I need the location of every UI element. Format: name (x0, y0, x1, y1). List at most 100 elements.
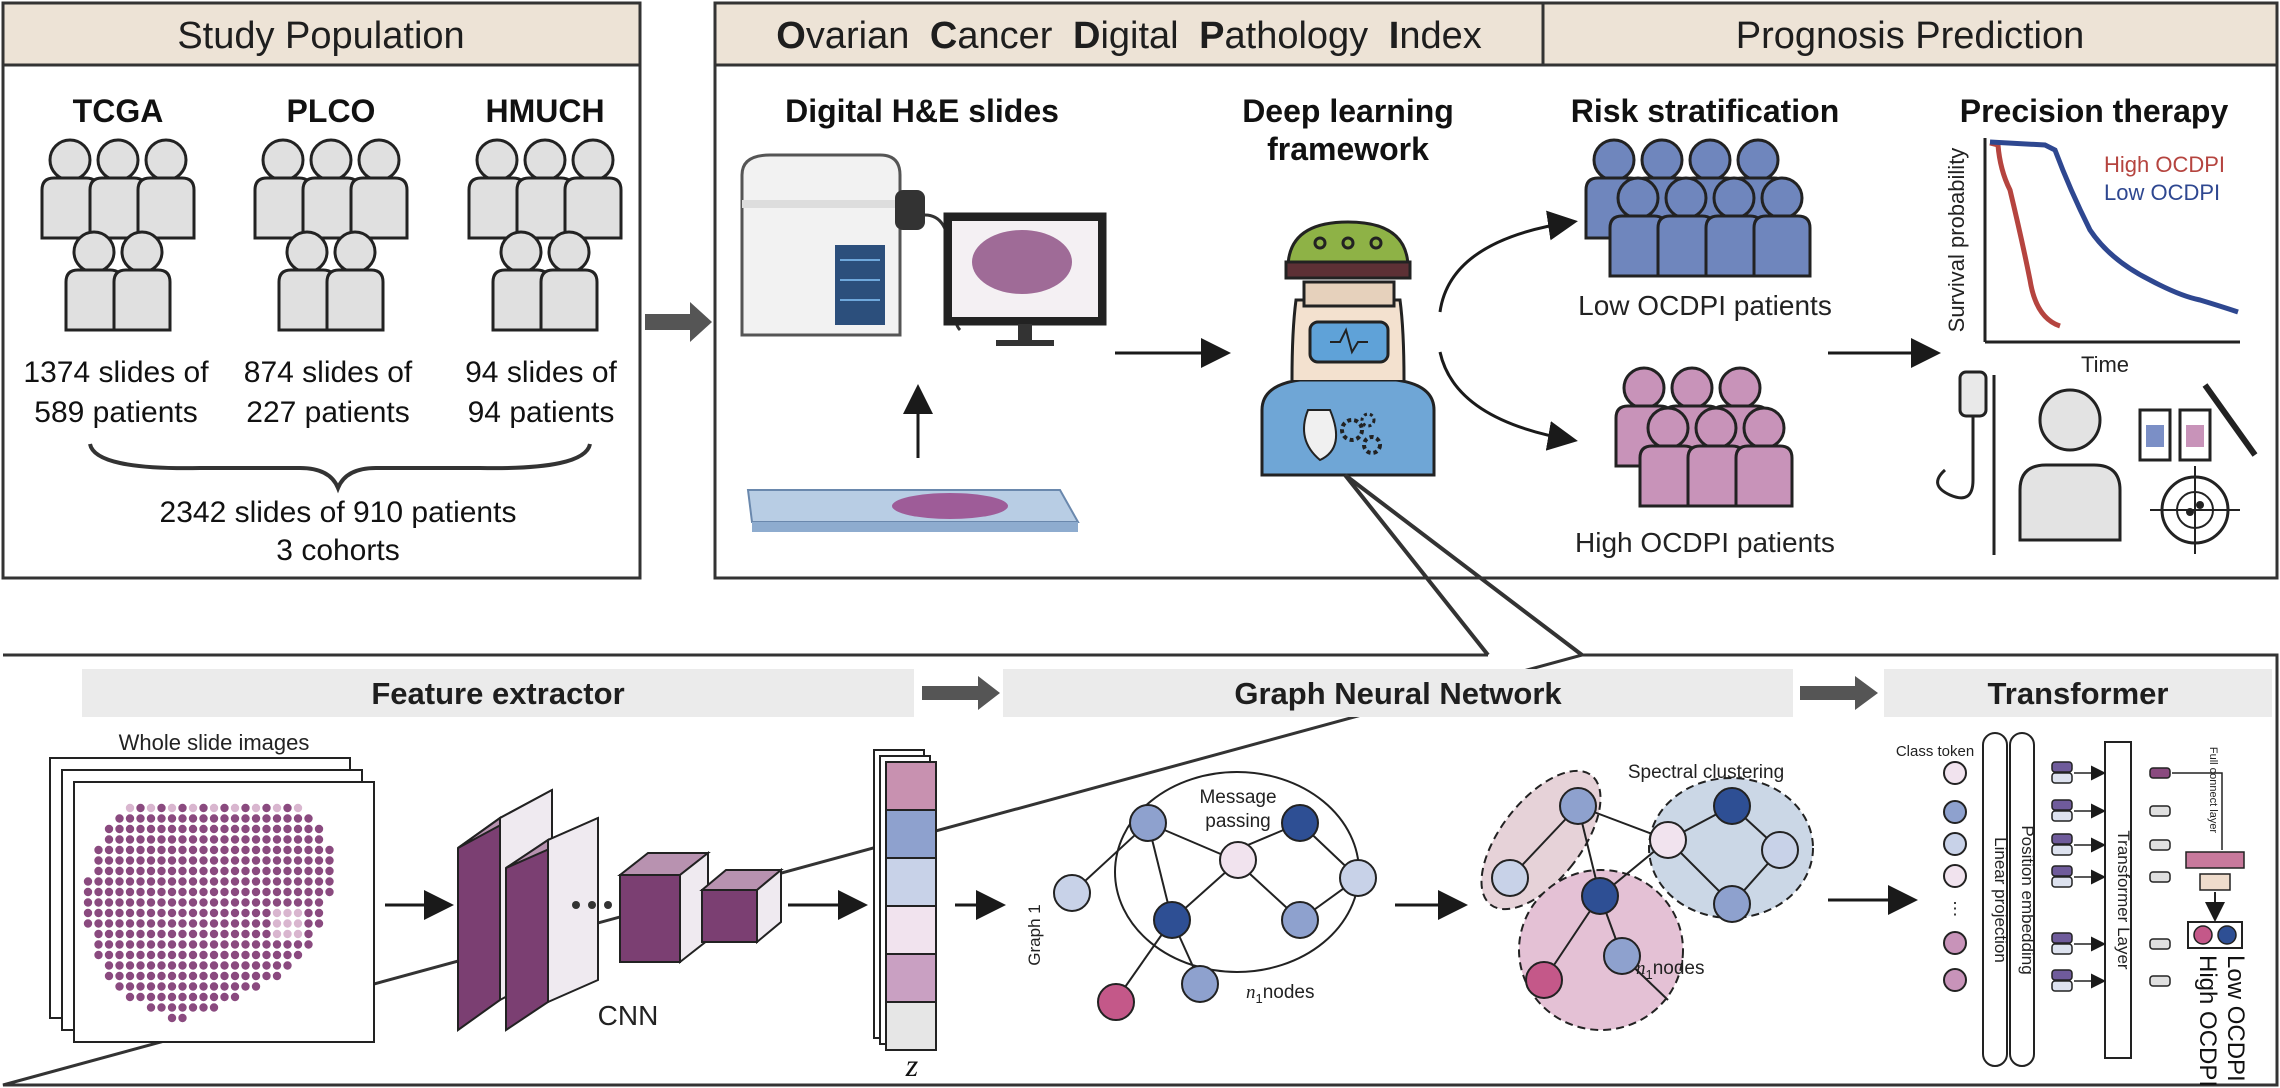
tile-dot (167, 856, 177, 865)
tile-dot (209, 961, 219, 970)
tile-dot (125, 898, 135, 907)
monitor-icon (943, 212, 1107, 346)
ocdpi-header: Ovarian Cancer Digital Pathology Index (776, 15, 1481, 57)
cluster-node (1761, 831, 1799, 869)
tile-dot (220, 898, 229, 907)
tile-dot (178, 898, 187, 907)
dl-title-2: framework (1267, 131, 1429, 167)
cluster-node (1713, 885, 1751, 923)
tile-dot (157, 919, 166, 928)
tile-dot (188, 908, 198, 918)
tile-dot (251, 982, 261, 991)
tile-dot (199, 961, 208, 970)
tile-dot (251, 835, 261, 844)
tile-dot (251, 877, 261, 886)
tile-dot (125, 961, 135, 970)
cluster-node (1525, 961, 1563, 999)
tile-dot (272, 835, 282, 844)
tile-dot (304, 908, 313, 918)
tile-dot (146, 856, 156, 865)
tile-dot (125, 950, 135, 960)
tile-dot (251, 940, 261, 949)
tile-dot (220, 929, 229, 939)
cluster-node (1713, 787, 1751, 825)
tile-dot (157, 803, 166, 813)
tile-dot (272, 866, 282, 876)
tile-dot (220, 877, 229, 886)
tile-dot (125, 814, 135, 823)
transformer-layer-block (2104, 741, 2132, 1059)
tile-dot (220, 824, 229, 834)
tile-dot (104, 950, 114, 960)
tile-dot (136, 845, 145, 855)
tile-dot (104, 887, 114, 897)
z-label: z (905, 1047, 919, 1083)
tile-dot (178, 908, 187, 918)
tile-dot (251, 824, 261, 834)
tile-dot (157, 950, 166, 960)
tile-dot (293, 887, 303, 897)
ocdpi-initial-i: I (1389, 15, 1400, 57)
tile-dot (136, 940, 145, 949)
tile-dot (167, 877, 177, 886)
tile-dot (115, 845, 124, 855)
glass-slide-icon (746, 489, 1080, 532)
tile-dot (94, 919, 103, 928)
tile-dot (115, 982, 124, 991)
cohort-brace (88, 443, 592, 494)
linear-projection-label: Linear projection (1991, 837, 2010, 963)
tile-dot (167, 824, 177, 834)
tile-dot (220, 961, 229, 970)
tile-dot (283, 919, 292, 928)
tile-dot (178, 982, 187, 991)
tile-dot (146, 971, 156, 981)
cohort-name-plco: PLCO (287, 93, 376, 129)
km-xlabel: Time (2081, 352, 2129, 377)
tile-dot (94, 887, 103, 897)
tile-dot (283, 877, 292, 886)
tile-dot (272, 887, 282, 897)
tile-dot (199, 940, 208, 949)
total-cohorts: 3 cohorts (276, 534, 399, 567)
tile-dot (199, 824, 208, 834)
study-population-header: Study Population (177, 15, 464, 57)
graph-node (1281, 901, 1319, 939)
tile-dot (136, 982, 145, 991)
tile-dot (146, 992, 156, 1002)
tile-dot (262, 845, 271, 855)
tile-dot (188, 824, 198, 834)
tile-dot (157, 908, 166, 918)
tile-dot (283, 940, 292, 949)
tile-dot (241, 971, 250, 981)
total-summary: 2342 slides of 910 patients (160, 496, 517, 529)
tile-dot (230, 866, 240, 876)
tile-dot (293, 824, 303, 834)
tile-dot (199, 835, 208, 844)
tile-dot (283, 929, 292, 939)
tile-dot (178, 940, 187, 949)
cnn-diagram (457, 788, 784, 1032)
km-curve-high (1989, 140, 2061, 329)
tile-dot (146, 835, 156, 844)
tile-dot (125, 992, 135, 1002)
graph-node (1129, 804, 1167, 842)
study-population-panel: Study Population TCGA PLCO HMUCH 1374 sl… (1, 1, 642, 580)
tile-dot (314, 845, 324, 855)
tile-dot (83, 887, 93, 897)
tile-dot (220, 814, 229, 823)
tile-dot (136, 929, 145, 939)
position-embedding-label: Position embedding (2018, 825, 2037, 974)
tile-dot (167, 845, 177, 855)
low-risk-people-icon (1584, 138, 1812, 278)
tile-dot (104, 845, 114, 855)
tile-dot (241, 803, 250, 813)
tile-dot (115, 929, 124, 939)
tile-dot (104, 835, 114, 844)
feature-vector (873, 749, 937, 1051)
tile-dot (178, 824, 187, 834)
tile-dot (241, 866, 250, 876)
tile-dot (146, 982, 156, 991)
tile-dot (325, 845, 334, 855)
tile-dot (241, 950, 250, 960)
tile-dot (125, 929, 135, 939)
